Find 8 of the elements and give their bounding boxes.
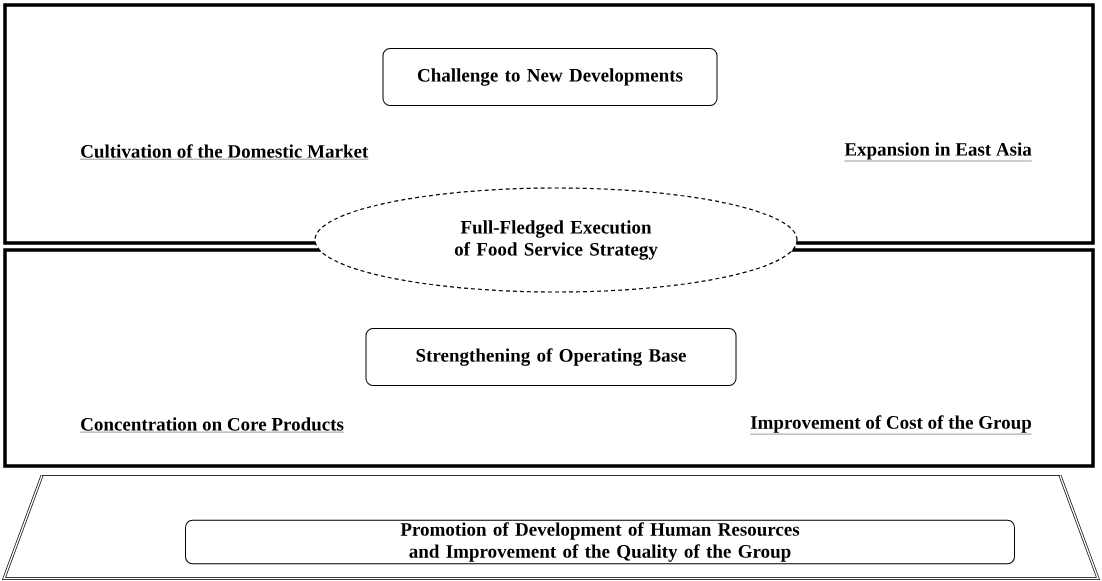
underlined-heading: Concentration on Core Products [80,417,345,433]
rounded-box: Challenge to New Developments [382,48,718,106]
underlined-heading: Improvement of Cost of the Group [749,415,1032,435]
platform-trapezoid [1,474,1101,580]
rounded-box: Promotion of Development of Human Resources and Improvement of the Quality of the Group [185,519,1015,565]
underlined-heading: Cultivation of the Domestic Market [80,144,369,160]
rounded-box: Strengthening of Operating Base [365,328,737,386]
underlined-heading: Expansion in East Asia [844,142,1032,162]
